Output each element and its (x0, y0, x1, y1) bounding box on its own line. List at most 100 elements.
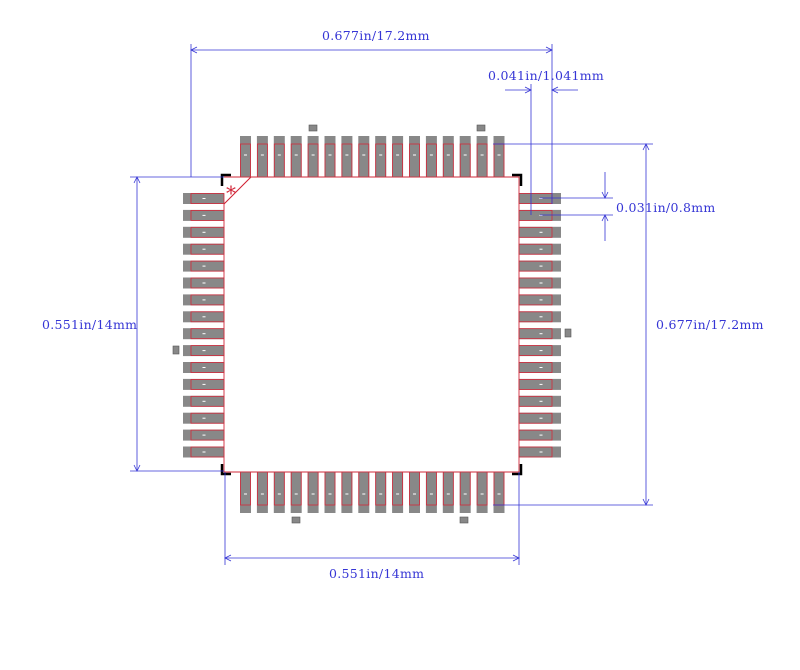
pad-bottom-outline (392, 471, 404, 506)
dimension-arrowheads (133, 46, 650, 562)
pad-number-mark (202, 316, 206, 318)
pad-left-outline (190, 378, 225, 390)
pad-number-mark (396, 154, 400, 156)
pad-bottom-outline (307, 471, 319, 506)
pad-right-outline (518, 243, 553, 255)
pad-number-mark (294, 154, 298, 156)
pad-left-outline (190, 345, 225, 357)
corner-mark-bottom-left (220, 464, 231, 476)
arrow-overall-width-left (190, 46, 198, 54)
pad-right-outline (518, 362, 553, 373)
pad-number-mark (260, 493, 264, 495)
pad-number-mark (539, 282, 543, 284)
corner-mark-top-right (512, 173, 523, 186)
pad-right-outline (518, 345, 553, 357)
pad-bottom-outline (324, 471, 336, 506)
pad-left-outline (190, 429, 225, 441)
pad-top-outline (409, 143, 420, 178)
pad-right-outline (518, 260, 553, 272)
pad-bottom (442, 472, 454, 513)
pad-number-mark (396, 493, 400, 495)
pad-right-outline (518, 294, 553, 306)
pad-top (324, 136, 336, 177)
pad-right-outline (518, 328, 553, 340)
pad-left-outline (190, 412, 225, 424)
dimension-lines (130, 44, 653, 565)
pad-bottom (341, 472, 353, 513)
label-overall-height: 0.677in/17.2mm (656, 317, 764, 332)
fiducial-top-right (476, 124, 486, 132)
pad-top-outline (425, 143, 437, 178)
pad-top (442, 136, 454, 177)
pad-number-mark (202, 282, 206, 284)
pad-right-outline (518, 395, 553, 407)
pad-number-mark (539, 333, 543, 335)
arrow-overall-height-bottom (642, 498, 650, 506)
pad-number-mark (202, 248, 206, 250)
arrow-pad-left (524, 86, 532, 94)
pad-bottom (358, 472, 370, 513)
pad-top (392, 136, 404, 177)
pad-number-mark (497, 493, 501, 495)
pad-top-outline (476, 143, 488, 178)
pad-number-mark (202, 350, 206, 352)
pad-number-mark (202, 214, 206, 216)
pad-left-outline (190, 294, 225, 306)
corner-mark-bottom-right (512, 464, 523, 476)
pad-bottom (273, 472, 285, 513)
pad-number-mark (311, 154, 315, 156)
pad-left-outline (190, 243, 225, 255)
pad-number-mark (202, 434, 206, 436)
pad-top-outline (240, 143, 251, 178)
arrow-overall-width-right (545, 46, 553, 54)
pad-top (375, 136, 387, 177)
pad-bottom (409, 472, 420, 513)
pad-number-mark (202, 367, 206, 368)
dimension-labels: 0.677in/17.2mm 0.041in/1.041mm 0.031in/0… (42, 28, 764, 581)
pad-number-mark (539, 367, 543, 368)
pad-number-mark (480, 154, 484, 156)
pad-group (183, 136, 561, 513)
pad-bottom-outline (442, 471, 454, 506)
pad-left-outline (190, 446, 225, 458)
pad-left-outline (190, 209, 225, 221)
pad-bottom (425, 472, 437, 513)
pad-left-outline (190, 226, 225, 238)
pad-number-mark (539, 248, 543, 250)
pad-number-mark (429, 154, 433, 156)
pad-top (425, 136, 437, 177)
pad-bottom-outline (459, 471, 471, 506)
pad-number-mark (446, 154, 450, 156)
pad-right-outline (518, 412, 553, 424)
fiducial-left (172, 345, 180, 355)
pad-top (290, 136, 302, 177)
label-body-width: 0.551in/14mm (329, 566, 424, 581)
pad-top-outline (256, 143, 268, 178)
label-pad-width: 0.041in/1.041mm (488, 68, 604, 83)
pad-bottom-outline (476, 471, 488, 506)
pad-top-outline (307, 143, 319, 178)
arrow-body-width-right (512, 554, 520, 562)
pad-top (358, 136, 370, 177)
pad-number-mark (539, 400, 543, 402)
pad-left-outline (190, 328, 225, 340)
pad-number-mark (497, 154, 501, 156)
label-body-height: 0.551in/14mm (42, 317, 137, 332)
pad-number-mark (202, 333, 206, 335)
pad-bottom-outline (409, 471, 420, 506)
arrow-overall-height-top (642, 143, 650, 151)
body-corner-marks (220, 173, 523, 476)
pad-number-mark (463, 493, 467, 495)
pad-bottom (493, 472, 505, 513)
pad-top (493, 136, 505, 177)
label-overall-width: 0.677in/17.2mm (322, 28, 430, 43)
pad-number-mark (202, 451, 206, 453)
fiducial-bottom-right (459, 516, 469, 524)
pad-right-outline (518, 311, 553, 323)
pad-bottom (240, 472, 251, 513)
pad-top-outline (375, 143, 387, 178)
pad-top-outline (273, 143, 285, 178)
fiducial-bottom-left (291, 516, 301, 524)
